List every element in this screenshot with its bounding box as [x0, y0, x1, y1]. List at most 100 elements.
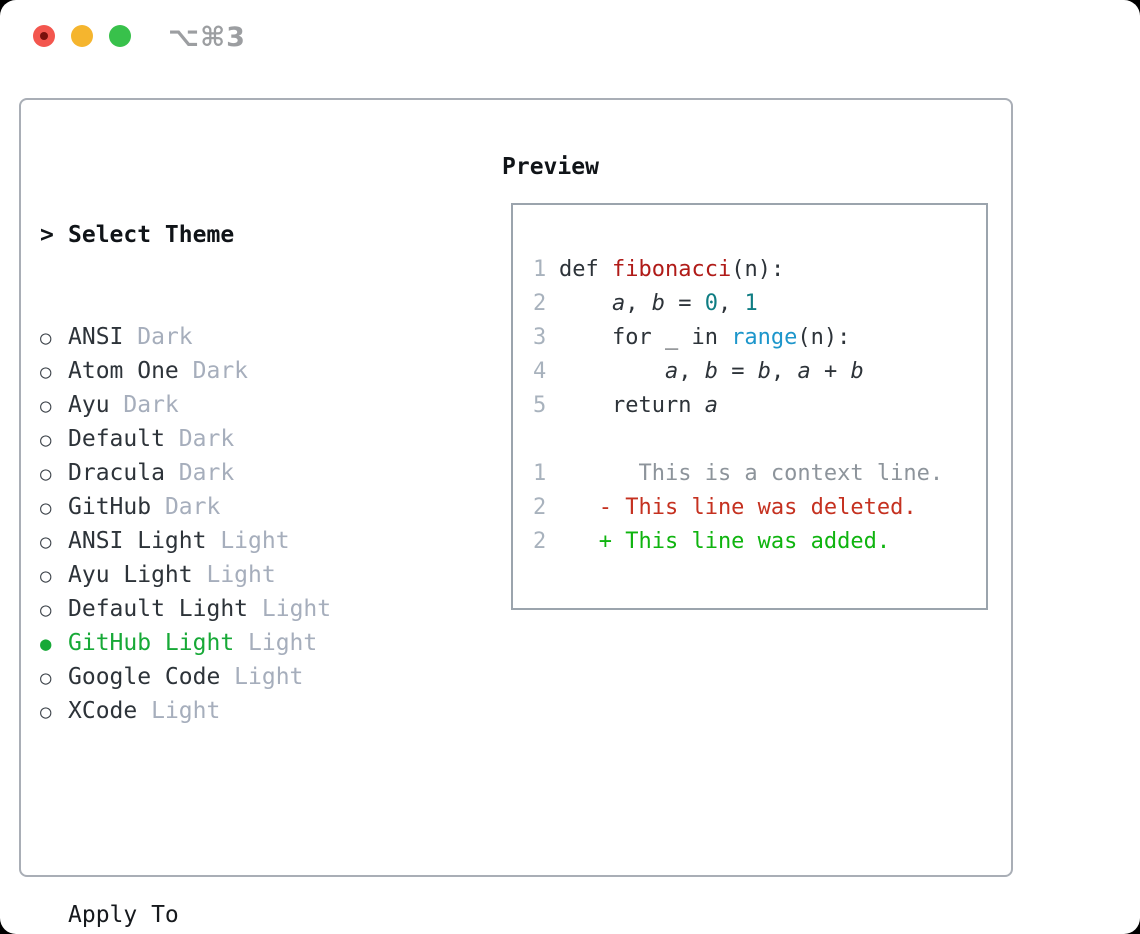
select-theme-title: Select Theme [68, 222, 235, 248]
theme-variant-label: Light [220, 528, 290, 554]
theme-selector: >Select Theme ○ANSI Dark○Atom One Dark○A… [40, 150, 428, 934]
code-token-builtin: range [731, 325, 798, 350]
radio-icon: ○ [40, 497, 52, 519]
theme-name: Atom One [68, 358, 193, 384]
radio-icon: ○ [40, 565, 52, 587]
theme-name: Google Code [68, 664, 235, 690]
theme-option[interactable]: ○ XCode Light [40, 694, 428, 728]
code-token-del: - This line was deleted. [559, 495, 917, 520]
radio-icon: ○ [40, 667, 52, 689]
theme-option[interactable]: ○ Atom One Dark [40, 354, 428, 388]
theme-variant-label: Light [151, 698, 221, 724]
line-number: 5 [533, 393, 547, 418]
theme-variant-label: Light [261, 596, 332, 622]
theme-name: GitHub Light [68, 630, 249, 656]
code-token-ctx: This is a context line. [559, 461, 944, 486]
spacer [40, 796, 428, 830]
theme-variant-label: Dark [192, 358, 249, 384]
radio-selected-icon: ● [40, 633, 52, 655]
code-token-code: , [717, 291, 745, 316]
code-token-var: a [664, 359, 679, 384]
minimize-button[interactable] [71, 25, 93, 47]
apply-to-title: Apply To [68, 902, 179, 928]
theme-option[interactable]: ○ Ayu Dark [40, 388, 428, 422]
code-token-code: + [810, 359, 851, 384]
code-token-var: a [611, 291, 626, 316]
code-token-var: b [651, 291, 665, 316]
code-line: 2 - This line was deleted. [533, 491, 986, 525]
theme-option[interactable]: ○ Ayu Light Light [40, 558, 428, 592]
line-number: 4 [533, 359, 547, 384]
close-button[interactable] [33, 25, 55, 47]
code-token-var: b [757, 359, 771, 384]
prompt-icon: > [40, 222, 54, 248]
theme-variant-label: Light [248, 630, 318, 656]
radio-icon: ○ [40, 701, 52, 723]
theme-option[interactable]: ○Default Dark [40, 422, 428, 456]
window-shortcut-label: ⌥⌘3 [168, 22, 246, 53]
theme-name: Ayu [68, 392, 124, 418]
theme-option[interactable]: ○ Google Code Light [40, 660, 428, 694]
code-token-func: fibonacci [611, 257, 732, 282]
theme-name: Default Light [68, 596, 262, 622]
code-line: 1 This is a context line. [533, 457, 986, 491]
theme-picker-panel: >Select Theme ○ANSI Dark○Atom One Dark○A… [19, 98, 1013, 928]
code-token-add: + This line was added. [559, 529, 891, 554]
line-number: 3 [533, 325, 547, 350]
code-token-num: 1 [744, 291, 758, 316]
code-token-code [559, 359, 665, 384]
theme-option[interactable]: ○ ANSI Light Light [40, 524, 428, 558]
code-line [533, 423, 986, 457]
code-token-code [559, 291, 612, 316]
code-token-var: b [704, 359, 718, 384]
theme-variant-label: Dark [123, 392, 179, 418]
preview-title: Preview [502, 154, 599, 180]
code-token-code: return [559, 393, 705, 418]
code-line: 2 + This line was added. [533, 525, 986, 559]
theme-variant-label: Dark [164, 494, 221, 520]
theme-option[interactable]: ○ Dracula Dark [40, 456, 428, 490]
zoom-button[interactable] [109, 25, 131, 47]
theme-variant-label: Dark [178, 460, 235, 486]
line-number: 2 [533, 291, 547, 316]
code-token-code: = [664, 291, 705, 316]
radio-icon: ○ [40, 531, 52, 553]
code-token-var: a [704, 393, 718, 418]
radio-icon: ○ [40, 429, 52, 451]
code-token-code: , [770, 359, 798, 384]
theme-option[interactable]: ● GitHub Light Light [40, 626, 428, 660]
code-token-num: 0 [704, 291, 718, 316]
line-number: 2 [533, 529, 547, 554]
code-token-var: a [797, 359, 811, 384]
line-number: 1 [533, 461, 547, 486]
theme-name: Ayu Light [68, 562, 207, 588]
line-number: 1 [533, 257, 547, 282]
code-token-code: , [678, 359, 705, 384]
line-number: 2 [533, 495, 547, 520]
select-theme-header: > Select Theme [40, 218, 428, 252]
code-token-code: (n): [797, 325, 851, 350]
theme-name: Dracula [68, 460, 179, 486]
theme-variant-label: Light [234, 664, 304, 690]
theme-name: GitHub [68, 494, 165, 520]
theme-option[interactable]: ○ Default Light Light [40, 592, 428, 626]
titlebar: ⌥⌘3 [0, 0, 1140, 72]
theme-name: ANSI Light [68, 528, 221, 554]
code-token-code: = [717, 359, 758, 384]
radio-icon: ○ [40, 463, 52, 485]
code-token-var: b [850, 359, 864, 384]
theme-list: ○ANSI Dark○Atom One Dark○Ayu Dark○Defaul… [40, 320, 428, 728]
radio-icon: ○ [40, 599, 52, 621]
theme-option[interactable]: ○ANSI Dark [40, 320, 428, 354]
theme-option[interactable]: ○ GitHub Dark [40, 490, 428, 524]
code-line: 4 a, b = b, a + b [533, 355, 986, 389]
radio-icon: ○ [40, 361, 52, 383]
code-token-code: , [625, 291, 652, 316]
theme-name: ANSI [68, 324, 138, 350]
theme-name: XCode [68, 698, 152, 724]
theme-variant-label: Dark [137, 324, 193, 350]
theme-variant-label: Light [206, 562, 276, 588]
radio-icon: ○ [40, 395, 52, 417]
